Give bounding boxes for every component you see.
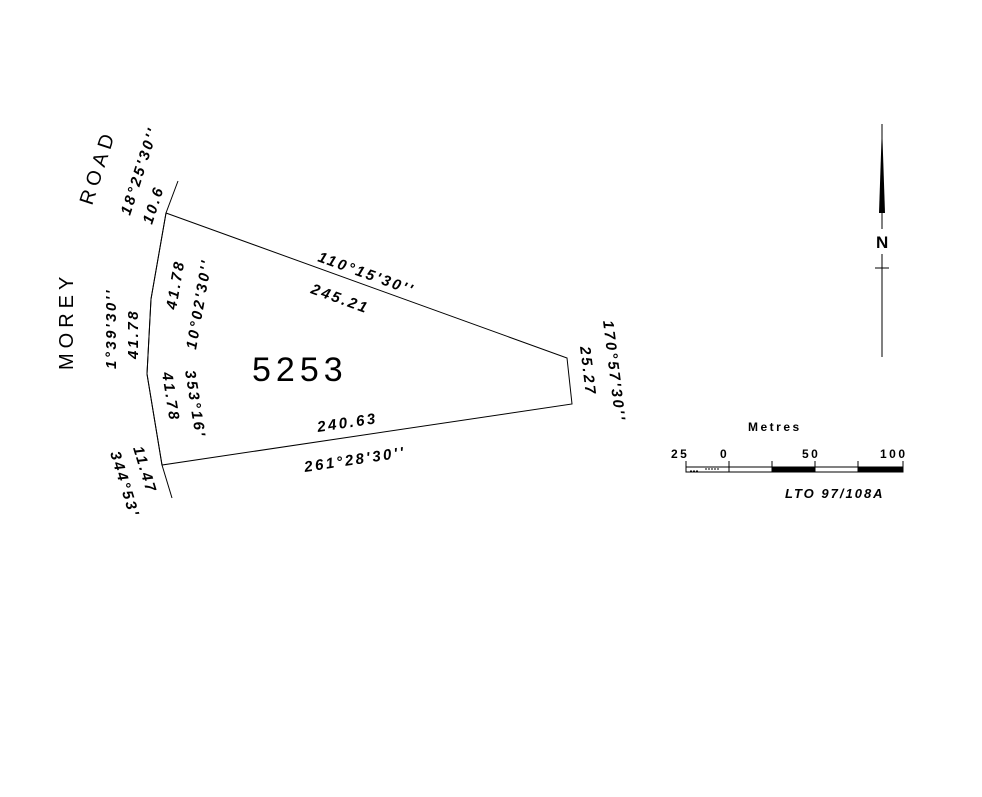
plan-reference: LTO 97/108A: [785, 486, 885, 501]
road-top-distance: 10.6: [140, 184, 168, 227]
lot-number: 5253: [252, 351, 348, 389]
scale-tick-100: 100: [880, 447, 908, 461]
south-distance: 240.63: [315, 410, 379, 436]
west-lower-distance: 41.78: [158, 370, 183, 423]
south-bearing: 261°28'30'': [302, 444, 407, 476]
scale-tick-0: 0: [720, 447, 729, 461]
scale-tick-50: 50: [802, 447, 820, 461]
road-mid-distance: 41.78: [125, 309, 142, 360]
north-distance: 245.21: [308, 280, 372, 317]
east-bearing: 170°57'30'': [599, 319, 628, 423]
west-upper-bearing: 10°02'30'': [183, 257, 216, 350]
north-arrow-icon: [875, 124, 889, 357]
north-label: N: [876, 233, 888, 252]
west-upper-distance: 41.78: [163, 258, 189, 311]
scale-bar: [685, 461, 904, 473]
east-distance: 25.27: [576, 344, 599, 397]
scale-tick-25: 25: [671, 447, 689, 461]
west-lower-bearing: 353°16': [181, 369, 209, 440]
road-name-morey: MOREY: [56, 272, 78, 370]
scale-title: Metres: [748, 420, 802, 434]
road-boundary: [146, 180, 179, 499]
road-mid-bearing: 1°39'30'': [103, 288, 120, 369]
road-name-road: ROAD: [76, 127, 121, 208]
